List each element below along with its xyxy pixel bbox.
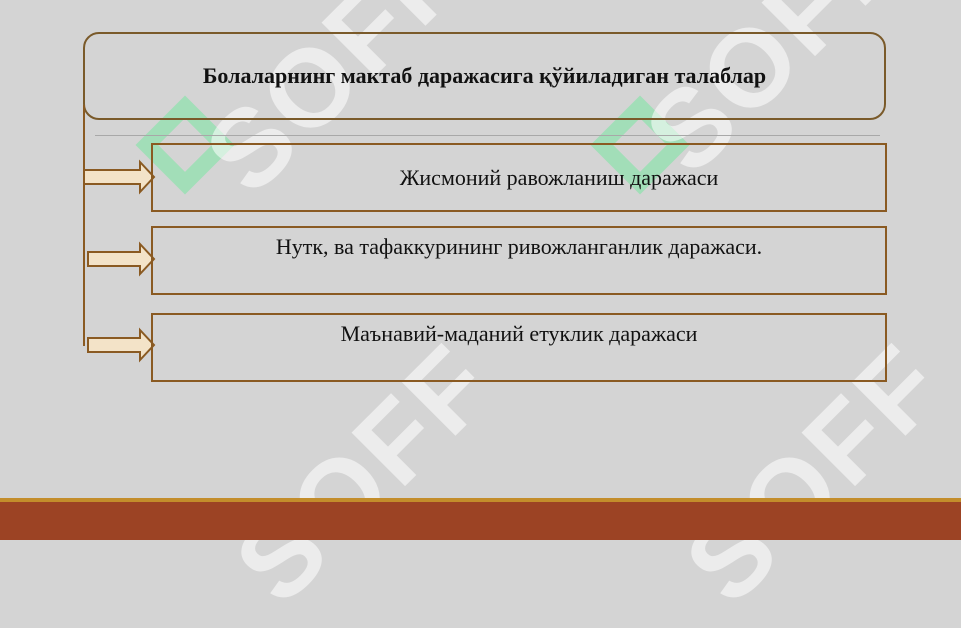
requirement-label: Нутк, ва тафаккурининг ривожланганлик да… bbox=[275, 234, 763, 259]
arrow-icon bbox=[87, 241, 156, 277]
requirement-label: Жисмоний равожланиш даражаси bbox=[399, 164, 719, 190]
arrow-icon bbox=[87, 327, 156, 363]
requirement-box-speech: Нутк, ва тафаккурининг ривожланганлик да… bbox=[151, 226, 887, 295]
divider-line bbox=[95, 135, 880, 136]
footer-bar bbox=[0, 498, 961, 540]
diagram-title-box: Болаларнинг мактаб даражасига қўйиладига… bbox=[83, 32, 886, 120]
requirement-box-spiritual: Маънавий-маданий етуклик даражаси bbox=[151, 313, 887, 382]
diagram-title: Болаларнинг мактаб даражасига қўйиладига… bbox=[202, 63, 767, 88]
requirement-box-physical: Жисмоний равожланиш даражаси bbox=[151, 143, 887, 212]
connector-lines bbox=[83, 105, 156, 363]
arrow-icon bbox=[83, 159, 156, 195]
requirement-label: Маънавий-маданий етуклик даражаси bbox=[340, 321, 698, 346]
